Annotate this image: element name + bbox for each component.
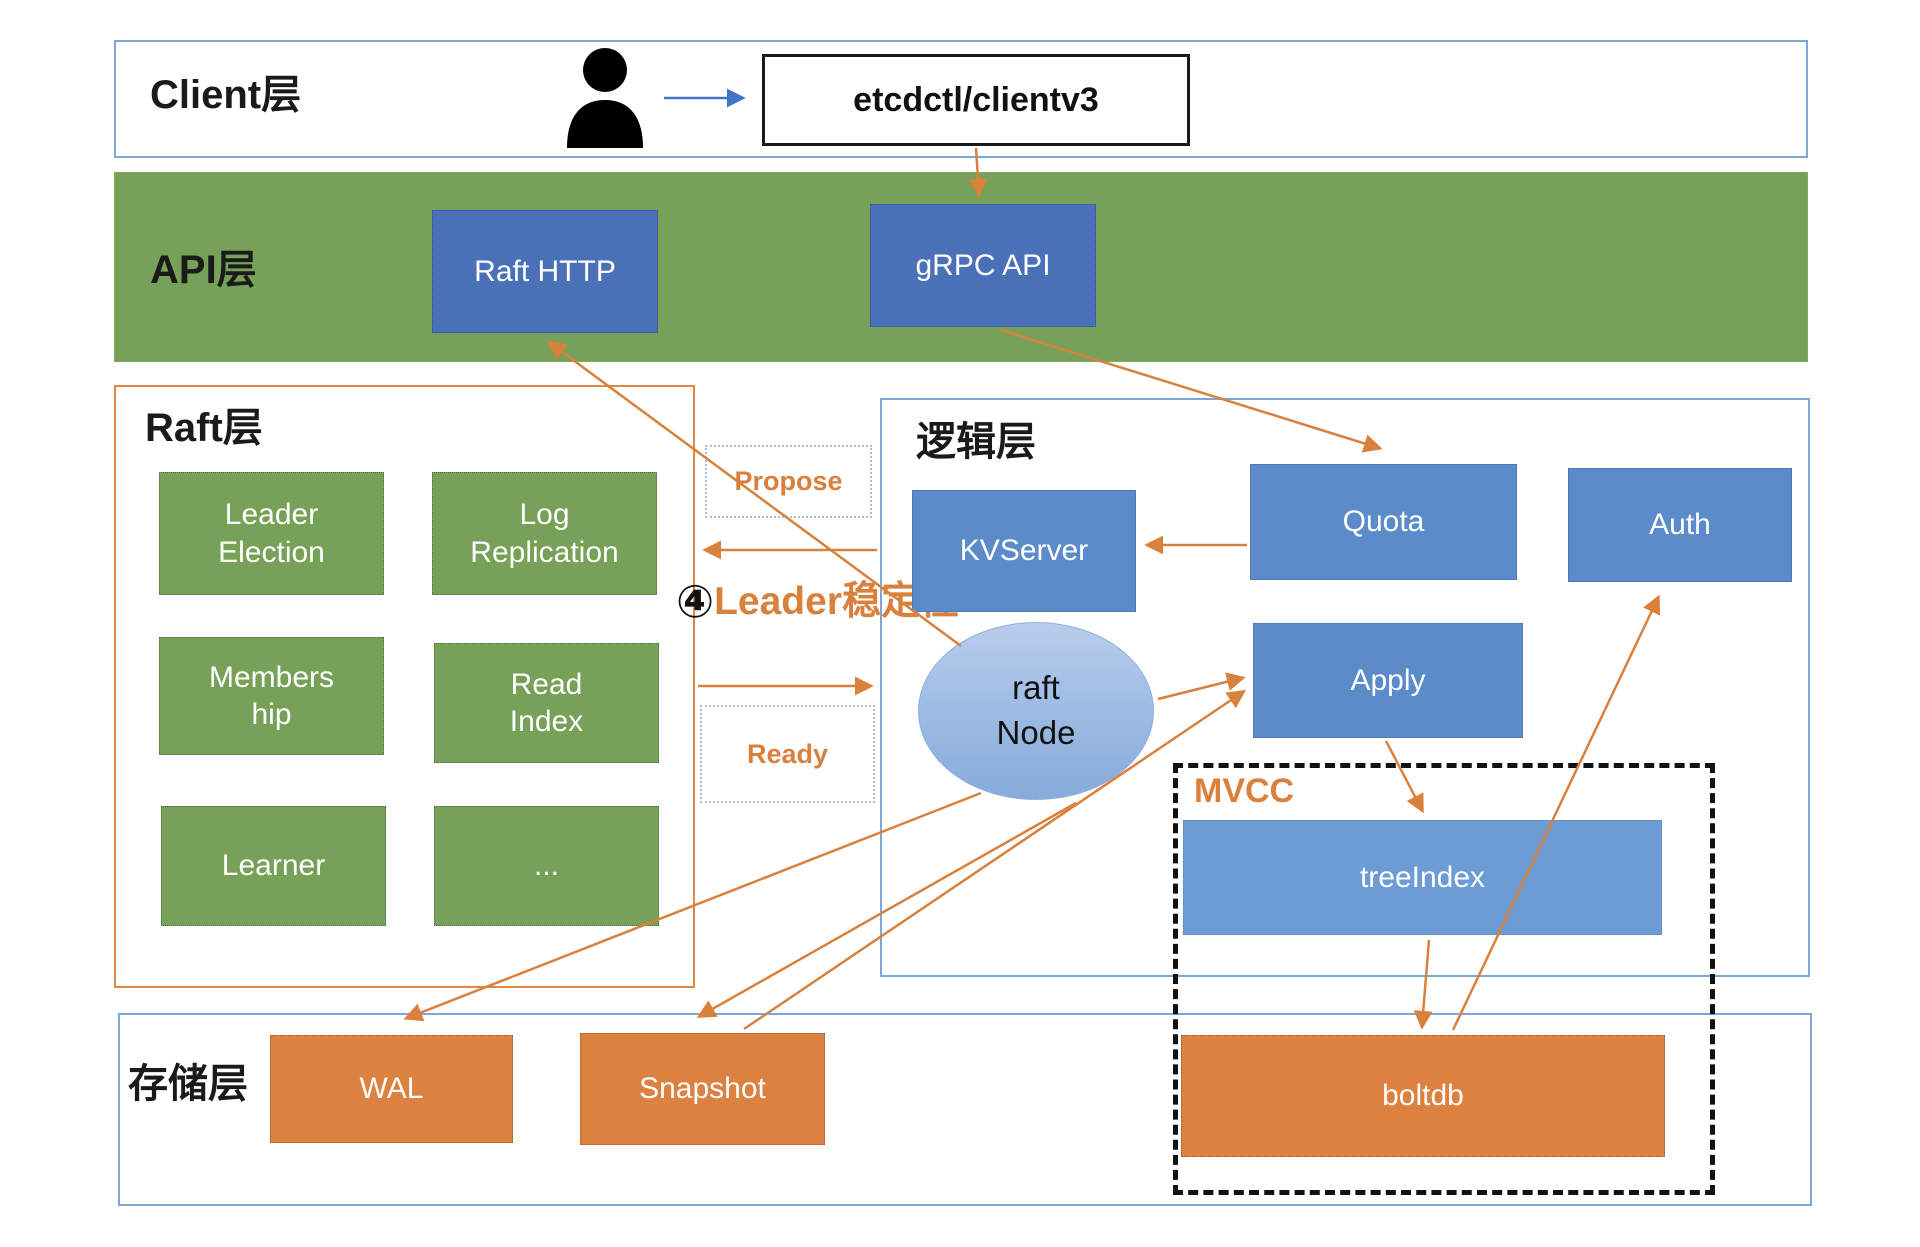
read-index-label: Read Index xyxy=(509,667,584,739)
raft-node-ellipse: raft Node xyxy=(918,622,1154,800)
boltdb-node: boltdb xyxy=(1181,1035,1665,1157)
apply-node: Apply xyxy=(1253,623,1523,738)
api-layer-label: API层 xyxy=(150,248,257,292)
log-replication-label: Log Replication xyxy=(470,498,619,569)
learner-node: Learner xyxy=(161,806,386,926)
treeindex-node: treeIndex xyxy=(1183,820,1662,935)
step-number: ④ xyxy=(676,576,715,627)
client-layer-box xyxy=(114,40,1808,158)
raft-node-label: raft Node xyxy=(996,669,1076,751)
wal-label: WAL xyxy=(359,1072,424,1106)
leader-election-node: Leader Election xyxy=(159,472,384,595)
membership-node: Membership xyxy=(159,637,384,755)
storage-layer-label: 存储层 xyxy=(128,1062,248,1106)
mvcc-region-label: MVCC xyxy=(1194,772,1295,810)
raft-http-label: Raft HTTP xyxy=(474,254,616,288)
wal-node: WAL xyxy=(270,1035,513,1143)
ready-channel-box: Ready xyxy=(700,705,875,803)
auth-label: Auth xyxy=(1649,508,1711,542)
kvserver-node: KVServer xyxy=(912,490,1136,612)
learner-label: Learner xyxy=(221,849,326,883)
snapshot-node: Snapshot xyxy=(580,1033,825,1145)
propose-channel-label: Propose xyxy=(734,466,843,496)
log-replication-node: Log Replication xyxy=(432,472,657,595)
more-modules-label: ... xyxy=(533,849,559,883)
raft-layer-label: Raft层 xyxy=(145,406,263,450)
etcdctl-clientv3-node: etcdctl/clientv3 xyxy=(762,54,1190,146)
membership-label: Membership xyxy=(208,660,334,732)
apply-label: Apply xyxy=(1350,663,1426,697)
client-layer-label: Client层 xyxy=(150,73,302,117)
auth-node: Auth xyxy=(1568,468,1792,582)
raft-http-node: Raft HTTP xyxy=(432,210,658,333)
ready-channel-label: Ready xyxy=(746,738,829,769)
read-index-node: Read Index xyxy=(434,643,659,763)
kvserver-label: KVServer xyxy=(959,534,1089,568)
boltdb-label: boltdb xyxy=(1382,1079,1464,1113)
grpc-api-node: gRPC API xyxy=(870,204,1096,327)
more-modules-node: ... xyxy=(434,806,659,926)
raft-layer-box xyxy=(114,385,695,988)
quota-label: Quota xyxy=(1342,505,1425,539)
leader-election-label: Leader Election xyxy=(218,498,325,569)
treeindex-label: treeIndex xyxy=(1359,860,1486,894)
logic-layer-label: 逻辑层 xyxy=(916,420,1036,464)
user-icon xyxy=(556,44,654,148)
grpc-api-label: gRPC API xyxy=(915,248,1051,282)
propose-channel-box: Propose xyxy=(705,445,872,518)
etcdctl-clientv3-label: etcdctl/clientv3 xyxy=(853,80,1099,119)
quota-node: Quota xyxy=(1250,464,1517,580)
snapshot-label: Snapshot xyxy=(639,1072,766,1106)
